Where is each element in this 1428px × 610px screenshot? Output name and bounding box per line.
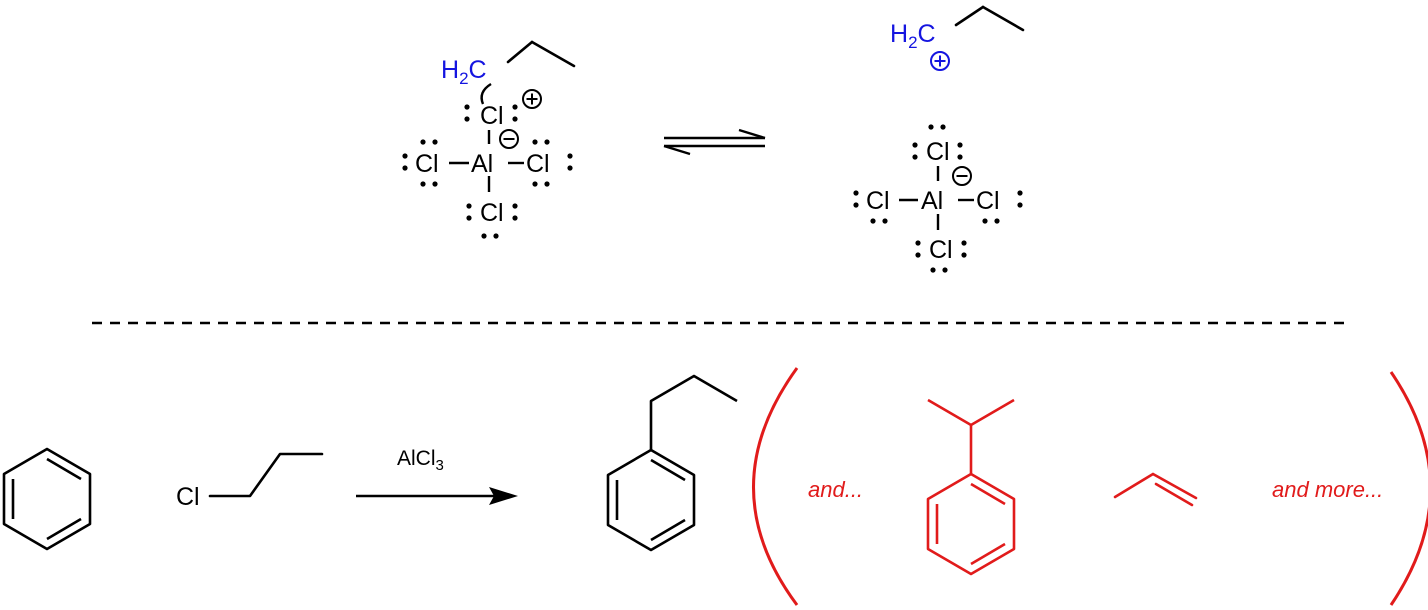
bond-c1-c2 — [506, 40, 534, 64]
lone-pair-dots — [912, 124, 963, 160]
negative-charge-icon — [499, 129, 519, 149]
positive-charge-icon — [930, 51, 950, 71]
complex-cl-top: Cl — [480, 102, 504, 130]
right-parenthesis — [1389, 371, 1428, 606]
lone-pair-dots — [853, 190, 1023, 224]
complex-structure: H2C Cl Cl Al Cl — [402, 40, 576, 239]
propylbenzene-structure — [606, 374, 738, 552]
complex-h2c-label: H2C — [441, 56, 487, 88]
propyl-chain-bonds — [954, 5, 1025, 32]
lone-pair-dots — [466, 203, 518, 239]
catalyst-label: AlCl3 — [397, 447, 444, 474]
curved-arrow-icon — [480, 82, 492, 105]
cation-h2c-label: H2C — [890, 20, 936, 52]
anion-al: Al — [921, 187, 943, 215]
left-parenthesis — [752, 367, 799, 606]
benzene-structure — [2, 447, 92, 551]
positive-charge-icon — [522, 89, 542, 109]
anion-cl-left: Cl — [866, 187, 890, 215]
reaction-arrow-icon — [356, 487, 518, 505]
reagent-cl-label: Cl — [176, 483, 200, 511]
propene-structure — [1113, 472, 1198, 507]
complex-al: Al — [471, 150, 493, 178]
complex-cl-right: Cl — [526, 150, 550, 178]
propyl-chloride-structure: Cl — [176, 452, 324, 511]
and-more-label: and more... — [1272, 477, 1383, 502]
anion-cl-bottom: Cl — [929, 236, 953, 264]
bond-c2-c3 — [530, 40, 576, 68]
tetrachloroaluminate-structure: Cl Cl Al Cl Cl — [853, 124, 1023, 273]
isopropylbenzene-structure — [926, 398, 1016, 576]
lone-pair-dots — [464, 104, 518, 122]
carbocation-structure: H2C — [890, 5, 1025, 71]
lone-pair-dots — [915, 240, 967, 273]
equilibrium-arrow-icon — [663, 128, 766, 156]
propyl-chain-bonds — [506, 40, 576, 68]
anion-cl-right: Cl — [976, 187, 1000, 215]
anion-cl-top: Cl — [926, 138, 950, 166]
lone-pair-dots — [402, 139, 573, 187]
negative-charge-icon — [952, 166, 972, 186]
complex-cl-left: Cl — [415, 150, 439, 178]
and-label: and... — [808, 477, 863, 502]
complex-cl-bottom: Cl — [480, 199, 504, 227]
